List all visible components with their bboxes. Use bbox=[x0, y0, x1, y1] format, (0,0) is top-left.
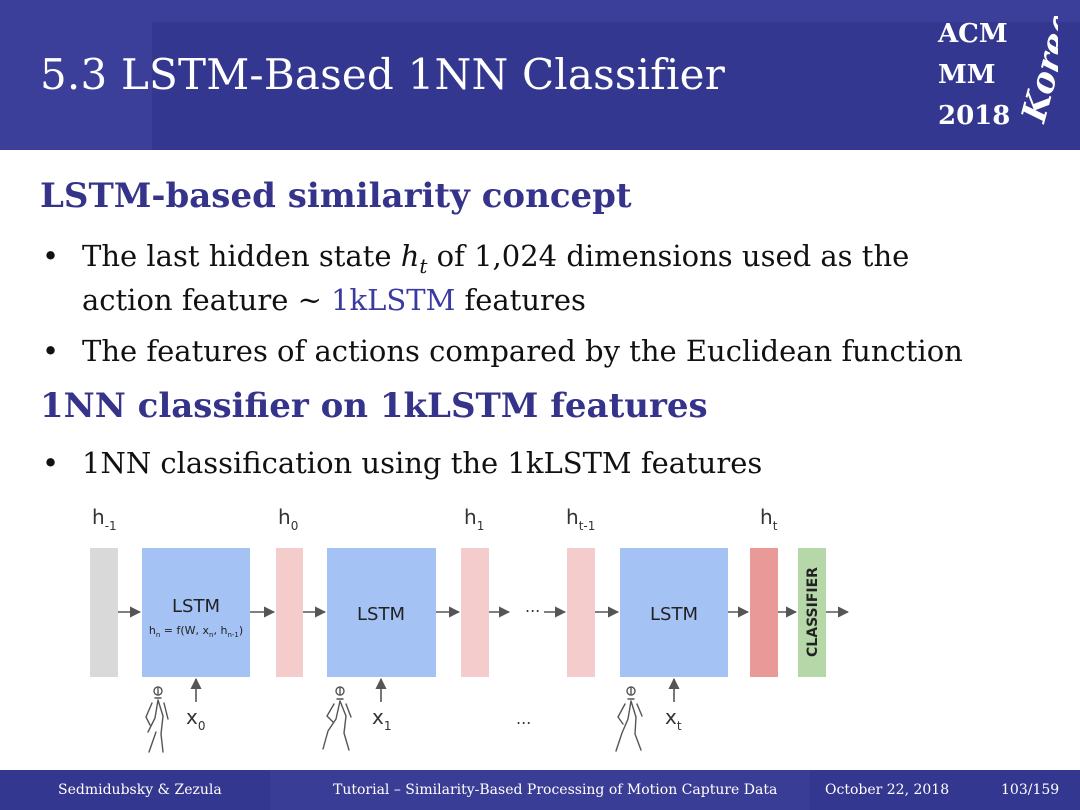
footer-date: October 22, 2018 bbox=[825, 782, 950, 798]
sequence-ellipsis: ... bbox=[525, 597, 540, 616]
hidden-label-h0: h0 bbox=[278, 505, 298, 533]
hidden-label-ht: ht bbox=[760, 505, 778, 533]
lstm-label-t: LSTM bbox=[650, 604, 698, 625]
logo-line-year: 2018 bbox=[938, 101, 1011, 131]
hidden-label-ht-minus1: ht-1 bbox=[566, 505, 595, 533]
lstm-cell-0 bbox=[142, 548, 250, 677]
section-heading-1nn: 1NN classifier on 1kLSTM features bbox=[40, 386, 708, 426]
bullet-dot: • bbox=[42, 334, 60, 368]
lstm-diagram: h-1 h0 h1 ht-1 ht LSTM hn = f(W, xn, hn-… bbox=[90, 505, 850, 753]
hidden-label-h1: h1 bbox=[464, 505, 484, 533]
footer-page-number: 103/159 bbox=[1001, 782, 1060, 798]
hidden-state-h0 bbox=[276, 548, 303, 677]
footer-authors: Sedmidubsky & Zezula bbox=[58, 782, 222, 798]
section-heading-similarity: LSTM-based similarity concept bbox=[40, 176, 632, 216]
logo-line-mm: MM bbox=[938, 60, 996, 90]
slide-title: 5.3 LSTM-Based 1NN Classifier bbox=[40, 50, 725, 99]
bullet-text-post: of 1,024 dimensions used as the bbox=[427, 239, 910, 273]
hidden-state-ht bbox=[750, 548, 778, 677]
feature-name-accent: 1kLSTM bbox=[331, 283, 456, 317]
bullet-dot: • bbox=[42, 239, 60, 273]
footer-mid-band bbox=[270, 770, 810, 810]
hidden-state-var: h bbox=[400, 239, 420, 273]
acm-mm-logo: ACM MM 2018 Korea bbox=[938, 14, 1068, 134]
slide-header: 5.3 LSTM-Based 1NN Classifier ACM MM 201… bbox=[0, 0, 1080, 150]
bullet-dot: • bbox=[42, 446, 60, 480]
stick-figure-icon bbox=[145, 686, 169, 753]
hidden-state-h1 bbox=[461, 548, 489, 677]
bullet-text: The last hidden state ht of 1,024 dimens… bbox=[82, 234, 909, 288]
input-label-x0: x0 bbox=[186, 705, 205, 733]
input-label-xt: xt bbox=[665, 705, 682, 733]
bullet-text: The features of actions compared by the … bbox=[82, 334, 963, 368]
classifier-label: CLASSIFIER bbox=[805, 567, 821, 657]
hidden-state-ht-minus1 bbox=[567, 548, 595, 677]
header-overlay-band bbox=[152, 22, 1080, 150]
bullet-text-pre: The last hidden state bbox=[82, 239, 401, 273]
lstm-formula: hn = f(W, xn, hn-1) bbox=[149, 624, 243, 639]
bullet-text: 1NN classification using the 1kLSTM feat… bbox=[82, 446, 763, 480]
hidden-state-sub: t bbox=[419, 253, 428, 278]
lstm-cell-1 bbox=[327, 548, 436, 677]
lstm-label-1: LSTM bbox=[357, 604, 405, 625]
stick-figure-icon bbox=[615, 686, 643, 752]
bullet-hidden-state-continuation: action feature ~ 1kLSTM features bbox=[82, 278, 586, 322]
hidden-label-h-minus1: h-1 bbox=[92, 505, 117, 533]
cont-post: features bbox=[455, 283, 586, 317]
input-label-x1: x1 bbox=[372, 705, 391, 733]
initial-hidden-state bbox=[90, 548, 118, 677]
lstm-cell-t bbox=[620, 548, 728, 677]
korea-script-logo: Korea bbox=[1014, 16, 1058, 127]
korea-script-text: Korea bbox=[1014, 16, 1058, 127]
stick-figure-icon bbox=[322, 686, 352, 751]
classifier-box bbox=[798, 548, 826, 677]
lstm-label-0: LSTM bbox=[172, 596, 220, 617]
logo-line-acm: ACM bbox=[938, 19, 1008, 49]
slide-footer: Sedmidubsky & Zezula Tutorial – Similari… bbox=[0, 770, 1080, 810]
cont-pre: action feature ~ bbox=[82, 283, 332, 317]
logo-text: ACM MM 2018 bbox=[938, 14, 1010, 137]
input-ellipsis: ... bbox=[516, 709, 531, 728]
footer-title: Tutorial – Similarity-Based Processing o… bbox=[333, 782, 778, 798]
